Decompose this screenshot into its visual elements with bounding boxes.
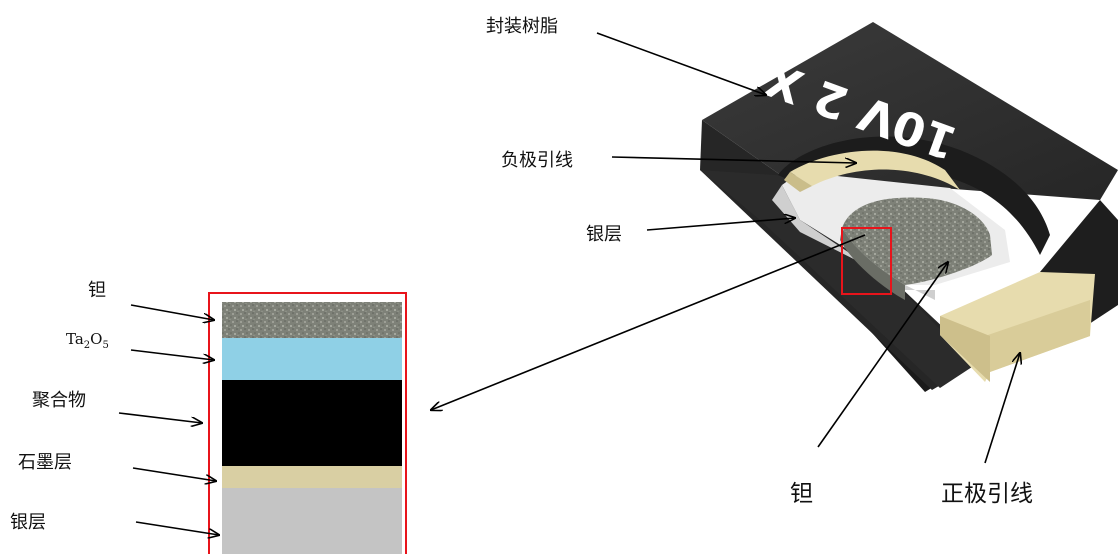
arrow-oxide-layer [130, 349, 214, 360]
capacitor-highlight-box [841, 227, 892, 295]
layer-tantalum [222, 302, 402, 338]
label-tantalum-core: 钽 [790, 481, 813, 507]
arrow-tantalum-layer [130, 304, 214, 320]
label-silver-layer: 银层 [586, 224, 622, 245]
zoom-highlight-box [208, 292, 407, 554]
label-silver-layer-left: 银层 [10, 512, 46, 533]
arrow-zoom [431, 234, 866, 410]
arrow-anode-lead [984, 353, 1020, 464]
arrow-graphite-layer [132, 467, 216, 481]
label-polymer-layer: 聚合物 [32, 390, 86, 411]
label-tantalum-layer: 钽 [88, 280, 106, 301]
arrows [118, 32, 1020, 535]
label-graphite-layer: 石墨层 [18, 452, 72, 473]
label-resin: 封装树脂 [486, 16, 558, 37]
arrow-silver-layer-left [135, 521, 219, 535]
arrow-polymer-layer [118, 412, 202, 423]
label-oxide-layer: Ta2O5 [66, 330, 109, 351]
arrow-silver-layer [646, 218, 795, 231]
cross-section-zoom [208, 292, 407, 554]
arrow-tantalum-core [817, 262, 948, 448]
arrow-cathode-lead [611, 156, 856, 163]
layer-polymer [222, 380, 402, 466]
arrow-resin [596, 32, 766, 95]
layer-silver [222, 488, 402, 554]
label-cathode-lead: 负极引线 [501, 150, 573, 171]
label-anode-lead: 正极引线 [941, 481, 1033, 507]
layer-graphite [222, 466, 402, 488]
layer-oxide [222, 338, 402, 380]
capacitor-body: 10V 2 X [700, 22, 1118, 392]
